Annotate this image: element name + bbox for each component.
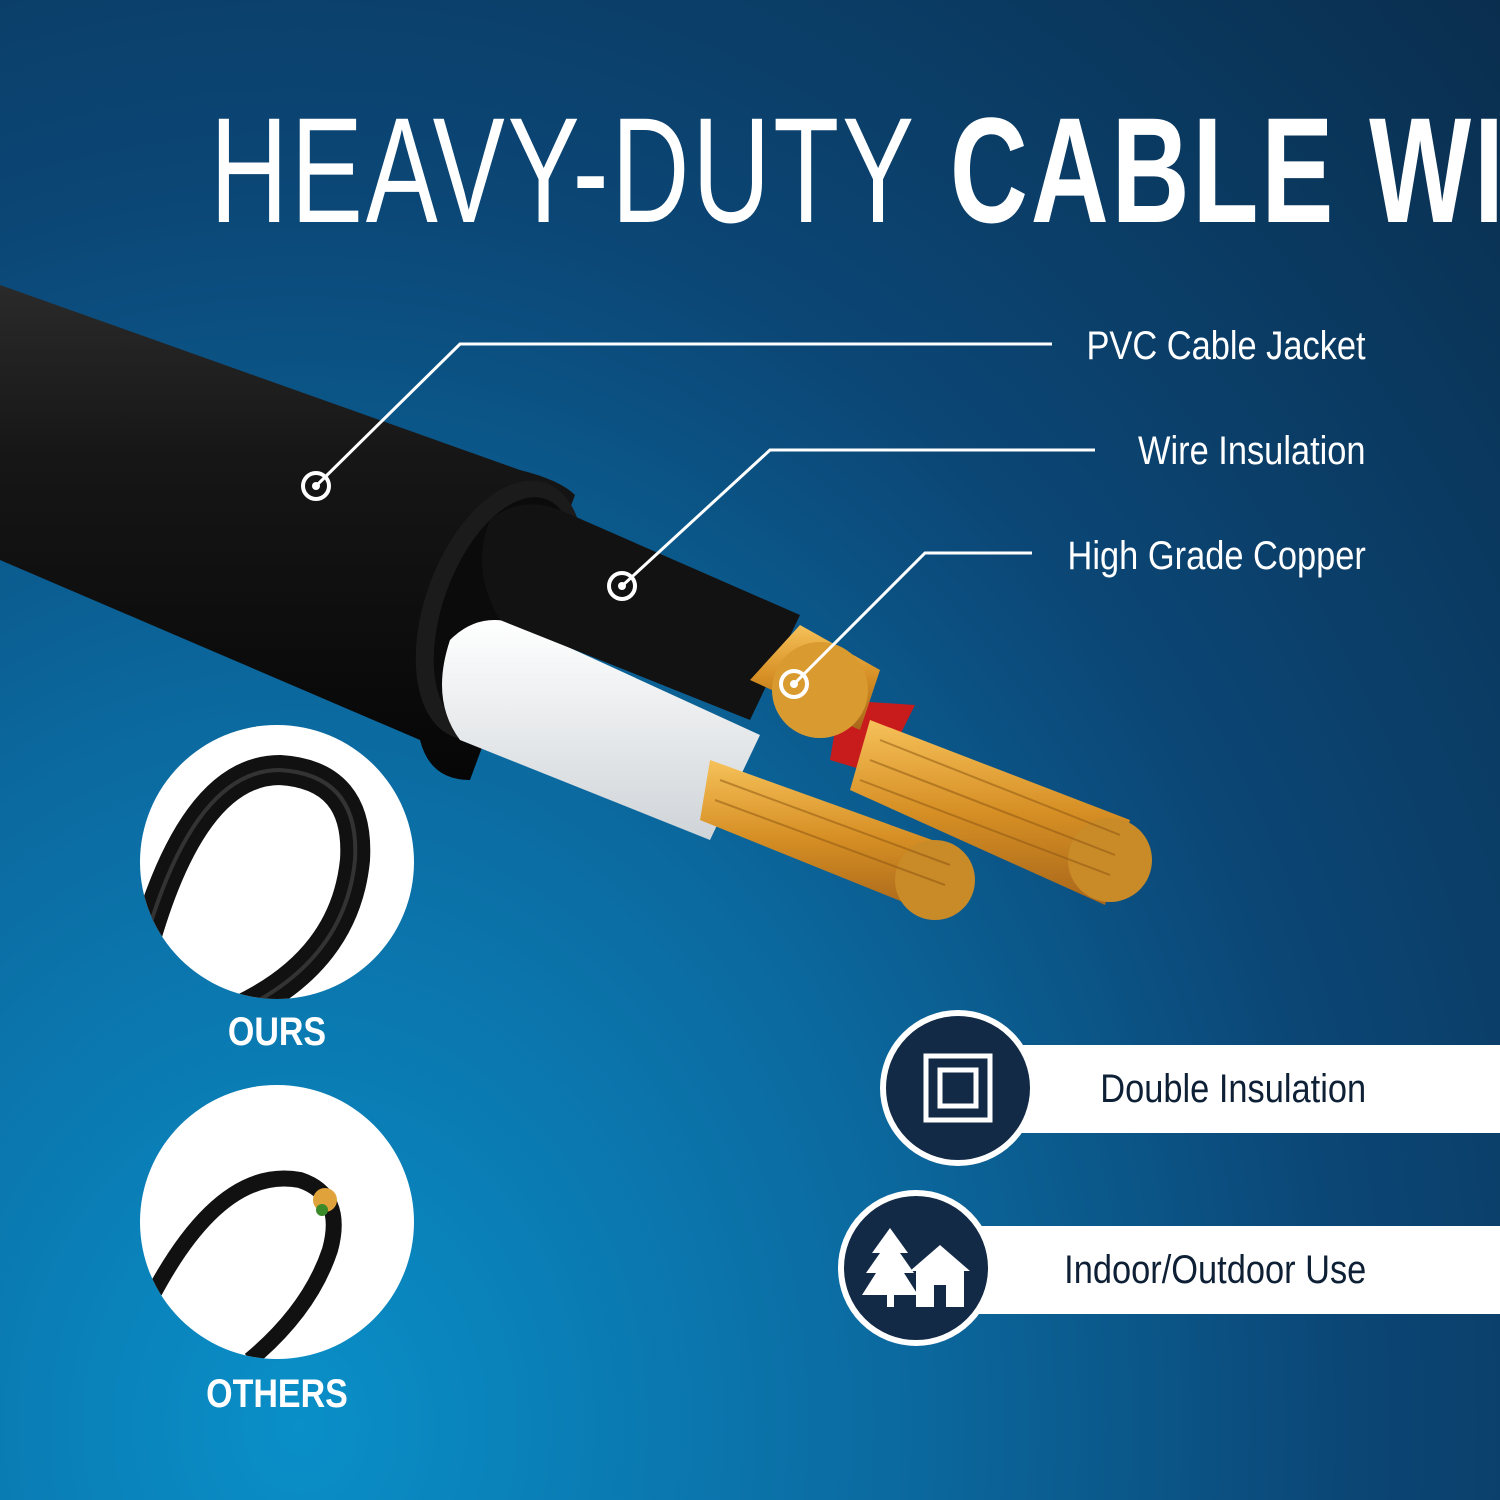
leader-lines (314, 342, 1095, 686)
title-part-1: HEAVY-DUTY (210, 86, 917, 254)
double-square-icon (880, 1010, 1036, 1166)
feature-double-insulation: Double Insulation (940, 1045, 1500, 1133)
feature-double-insulation-label: Double Insulation (1100, 1066, 1366, 1111)
page-title: HEAVY-DUTY CABLE WIRE (210, 95, 1500, 245)
callout-pvc-jacket: PVC Cable Jacket (1086, 324, 1366, 368)
ours-label: OURS (227, 1010, 327, 1054)
copper-strands (700, 625, 1152, 920)
callout-dots (301, 471, 809, 699)
white-wire (442, 620, 760, 840)
callout-wire-insulation: Wire Insulation (1138, 429, 1366, 473)
tree-house-icon (838, 1190, 994, 1346)
others-circle (140, 1085, 414, 1359)
others-label: OTHERS (206, 1372, 348, 1416)
callout-high-grade-copper: High Grade Copper (1067, 534, 1366, 578)
feature-indoor-outdoor-label: Indoor/Outdoor Use (1063, 1247, 1366, 1292)
title-part-2: CABLE WIRE (949, 86, 1500, 254)
black-wire (482, 504, 800, 720)
ours-circle (140, 725, 414, 999)
